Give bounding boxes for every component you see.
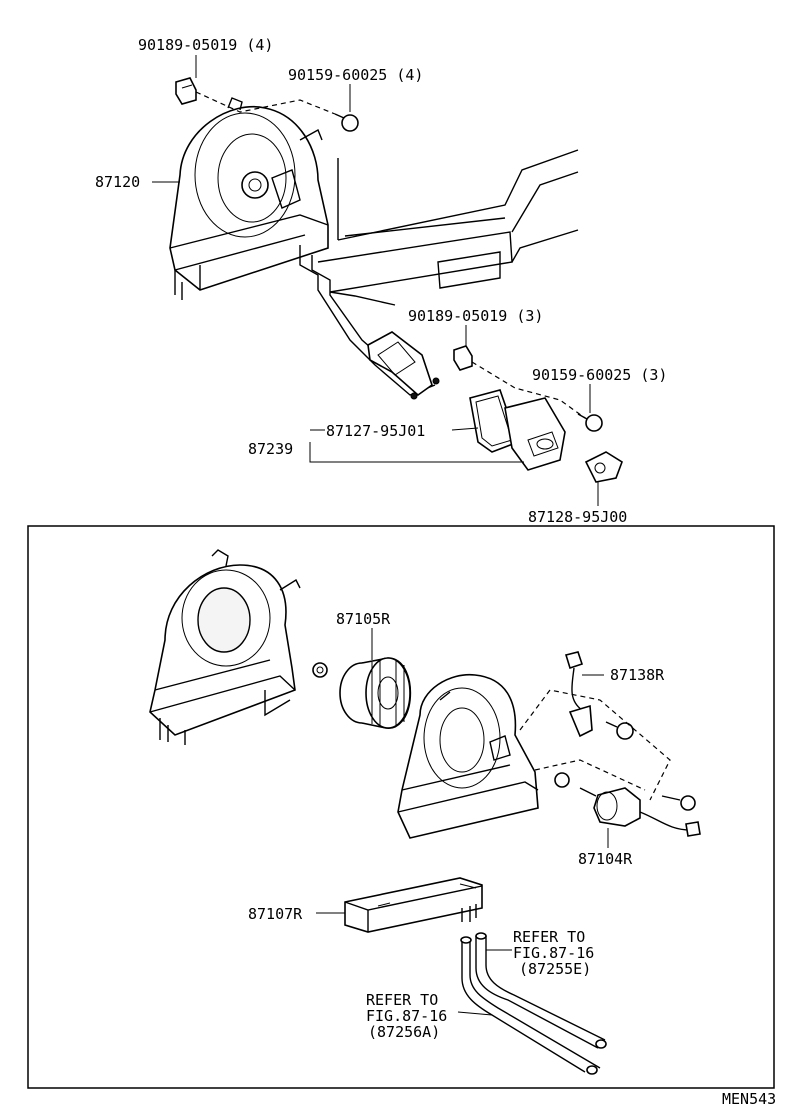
figure-code: MEN543 xyxy=(722,1090,776,1108)
label-refer1-line3: (87255E) xyxy=(519,960,591,978)
grommet xyxy=(312,662,328,678)
clip-leader-dashed xyxy=(195,91,336,115)
lower-leaders xyxy=(316,628,609,1016)
label-screw-3: 90159-60025 (3) xyxy=(532,366,667,384)
label-wire: 87138R xyxy=(610,666,665,684)
label-fan: 87105R xyxy=(336,610,391,628)
label-motor: 87104R xyxy=(578,850,633,868)
motor-87104R xyxy=(554,772,701,837)
label-resistor-plate: 87127-95J01 xyxy=(326,422,425,440)
fan-87105R xyxy=(339,657,412,729)
label-connector: 87128-95J00 xyxy=(528,508,627,526)
case-left-half xyxy=(149,549,301,745)
exploded-view-frame xyxy=(27,525,775,1089)
clip3-leader-dashed xyxy=(471,361,586,419)
label-refer1-line2: FIG.87-16 xyxy=(513,944,594,962)
screw-90159-60025-3 xyxy=(577,413,603,432)
label-refer2-line3: (87256A) xyxy=(368,1023,440,1041)
label-clip-4: 90189-05019 (4) xyxy=(138,36,273,54)
screw-90159-60025-4 xyxy=(334,113,359,132)
label-refer2-line2: FIG.87-16 xyxy=(366,1007,447,1025)
screw-upper-right xyxy=(605,721,634,740)
screw-motor xyxy=(661,795,696,811)
connector-87128-95J00 xyxy=(584,451,623,483)
heater-core-87107R xyxy=(344,877,483,933)
label-clip-3: 90189-05019 (3) xyxy=(408,307,543,325)
clip-90189-05019-4 xyxy=(175,77,197,105)
resistor-87239 xyxy=(504,397,566,471)
resistor-bracket xyxy=(367,331,440,400)
motor-axis-dashed xyxy=(519,689,671,801)
resistor-plate-87127-95J01 xyxy=(469,389,520,453)
label-blower-unit: 87120 xyxy=(95,173,140,191)
case-right-half xyxy=(397,673,539,839)
upper-leaders xyxy=(152,55,599,506)
dashboard-outline xyxy=(317,149,579,306)
label-resistor-set: 87239 xyxy=(248,440,293,458)
blower-unit-87120 xyxy=(169,97,436,396)
label-heater-core: 87107R xyxy=(248,905,303,923)
wire-harness-87138R xyxy=(564,651,593,738)
clip-90189-05019-3 xyxy=(453,345,473,371)
label-refer2-line1: REFER TO xyxy=(366,991,438,1009)
label-refer1-line1: REFER TO xyxy=(513,928,585,946)
label-screw-4: 90159-60025 (4) xyxy=(288,66,423,84)
